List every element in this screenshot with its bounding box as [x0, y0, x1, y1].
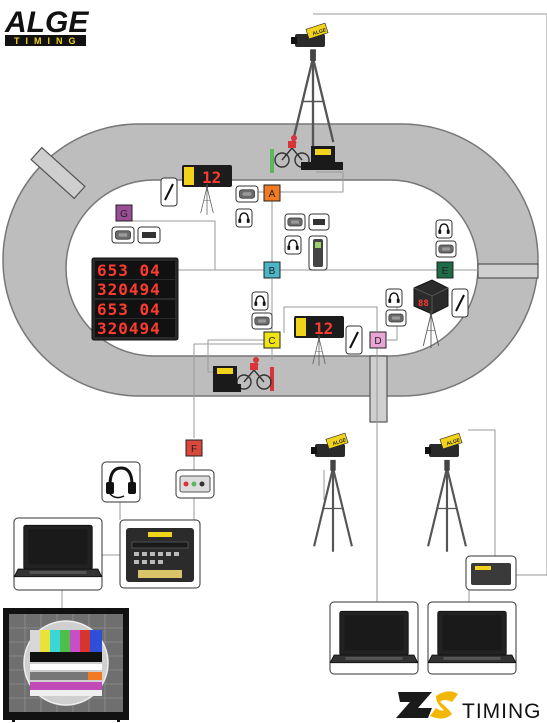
track-gate-bottom: [369, 355, 388, 423]
alge-logo: ALGE TIMING: [4, 6, 89, 46]
cyclist-icon-bottom: [236, 357, 272, 390]
photocell-icon-d: [385, 309, 407, 327]
svg-text:C: C: [268, 336, 275, 347]
node-g-box: [115, 204, 133, 222]
scoreboard-row-2: 320494: [97, 280, 161, 299]
node-e-box: [436, 261, 454, 279]
headset-icon-large: [101, 461, 141, 503]
node-g[interactable]: G: [115, 204, 133, 222]
svg-text:F: F: [191, 444, 197, 455]
svg-text:12: 12: [202, 168, 221, 187]
camera-bottom-center[interactable]: [310, 432, 353, 553]
camera-bottom-right[interactable]: [424, 432, 467, 553]
node-a[interactable]: A: [263, 184, 281, 202]
test-card-monitor-icon: [3, 608, 129, 722]
connection-lines: [61, 13, 547, 608]
node-c[interactable]: C: [263, 331, 281, 349]
headset-icon-e: [435, 219, 453, 239]
svg-text:D: D: [374, 336, 381, 347]
node-a-box: [263, 184, 281, 202]
node-d-box: [369, 331, 387, 349]
headset-icon-b: [284, 235, 302, 255]
camera-icon-b: [308, 213, 330, 231]
node-d[interactable]: D: [369, 331, 387, 349]
printer-icon: [465, 555, 517, 591]
zs-timing-logo: TIMING: [396, 691, 542, 723]
svg-text:A: A: [269, 189, 276, 200]
timer-console-icon[interactable]: [119, 519, 201, 589]
svg-text:E: E: [442, 266, 449, 277]
laptop-icon-center[interactable]: [329, 601, 419, 675]
svg-text:TIMING: TIMING: [14, 36, 82, 46]
handheld-icon-b: [308, 235, 328, 271]
cyclist-icon-top: [274, 135, 310, 168]
display-board-large: 653 04 320494 653 04 320494: [91, 257, 179, 341]
start-line: [270, 149, 274, 173]
pen-icon-a: [160, 177, 178, 207]
headset-icon-c: [251, 291, 269, 311]
scoreboard-row-1: 653 04: [97, 261, 161, 280]
scoreboard-row-4: 320494: [97, 319, 161, 338]
svg-text:88: 88: [418, 299, 429, 309]
node-c-box: [263, 331, 281, 349]
photocell-icon-c: [251, 312, 273, 330]
display-board-top: 12: [182, 165, 232, 216]
node-b-box: [263, 261, 281, 279]
node-b[interactable]: B: [263, 261, 281, 279]
node-f[interactable]: F: [185, 439, 203, 457]
photocell-icon-a: [235, 185, 259, 203]
control-panel-icon: [175, 469, 215, 499]
scoreboard-row-3: 653 04: [97, 300, 161, 319]
camera-icon-g: [137, 226, 161, 244]
headset-icon-d: [385, 288, 403, 308]
display-board-bottom: 12: [294, 316, 344, 367]
pen-icon-d: [451, 288, 469, 318]
headset-icon-a: [235, 208, 253, 228]
finish-line: [270, 367, 274, 391]
photocell-icon-g: [111, 226, 135, 244]
photocell-icon-b1: [284, 213, 306, 231]
svg-text:B: B: [269, 266, 276, 277]
node-f-box: [185, 439, 203, 457]
node-e[interactable]: E: [436, 261, 454, 279]
laptop-icon-right[interactable]: [427, 601, 517, 675]
photocell-icon-e: [435, 240, 457, 258]
display-cube-d: 88: [413, 279, 449, 349]
timing-unit-top[interactable]: [301, 146, 343, 170]
svg-text:ALGE: ALGE: [4, 6, 89, 39]
svg-text:G: G: [120, 209, 128, 220]
laptop-icon-left[interactable]: [13, 517, 103, 591]
svg-text:12: 12: [314, 319, 333, 338]
svg-text:TIMING: TIMING: [462, 700, 542, 723]
track-gate-left: [30, 146, 86, 200]
timing-unit-bottom[interactable]: [213, 366, 241, 392]
pen-icon-c: [345, 325, 363, 355]
track-gate-right: [477, 263, 539, 279]
